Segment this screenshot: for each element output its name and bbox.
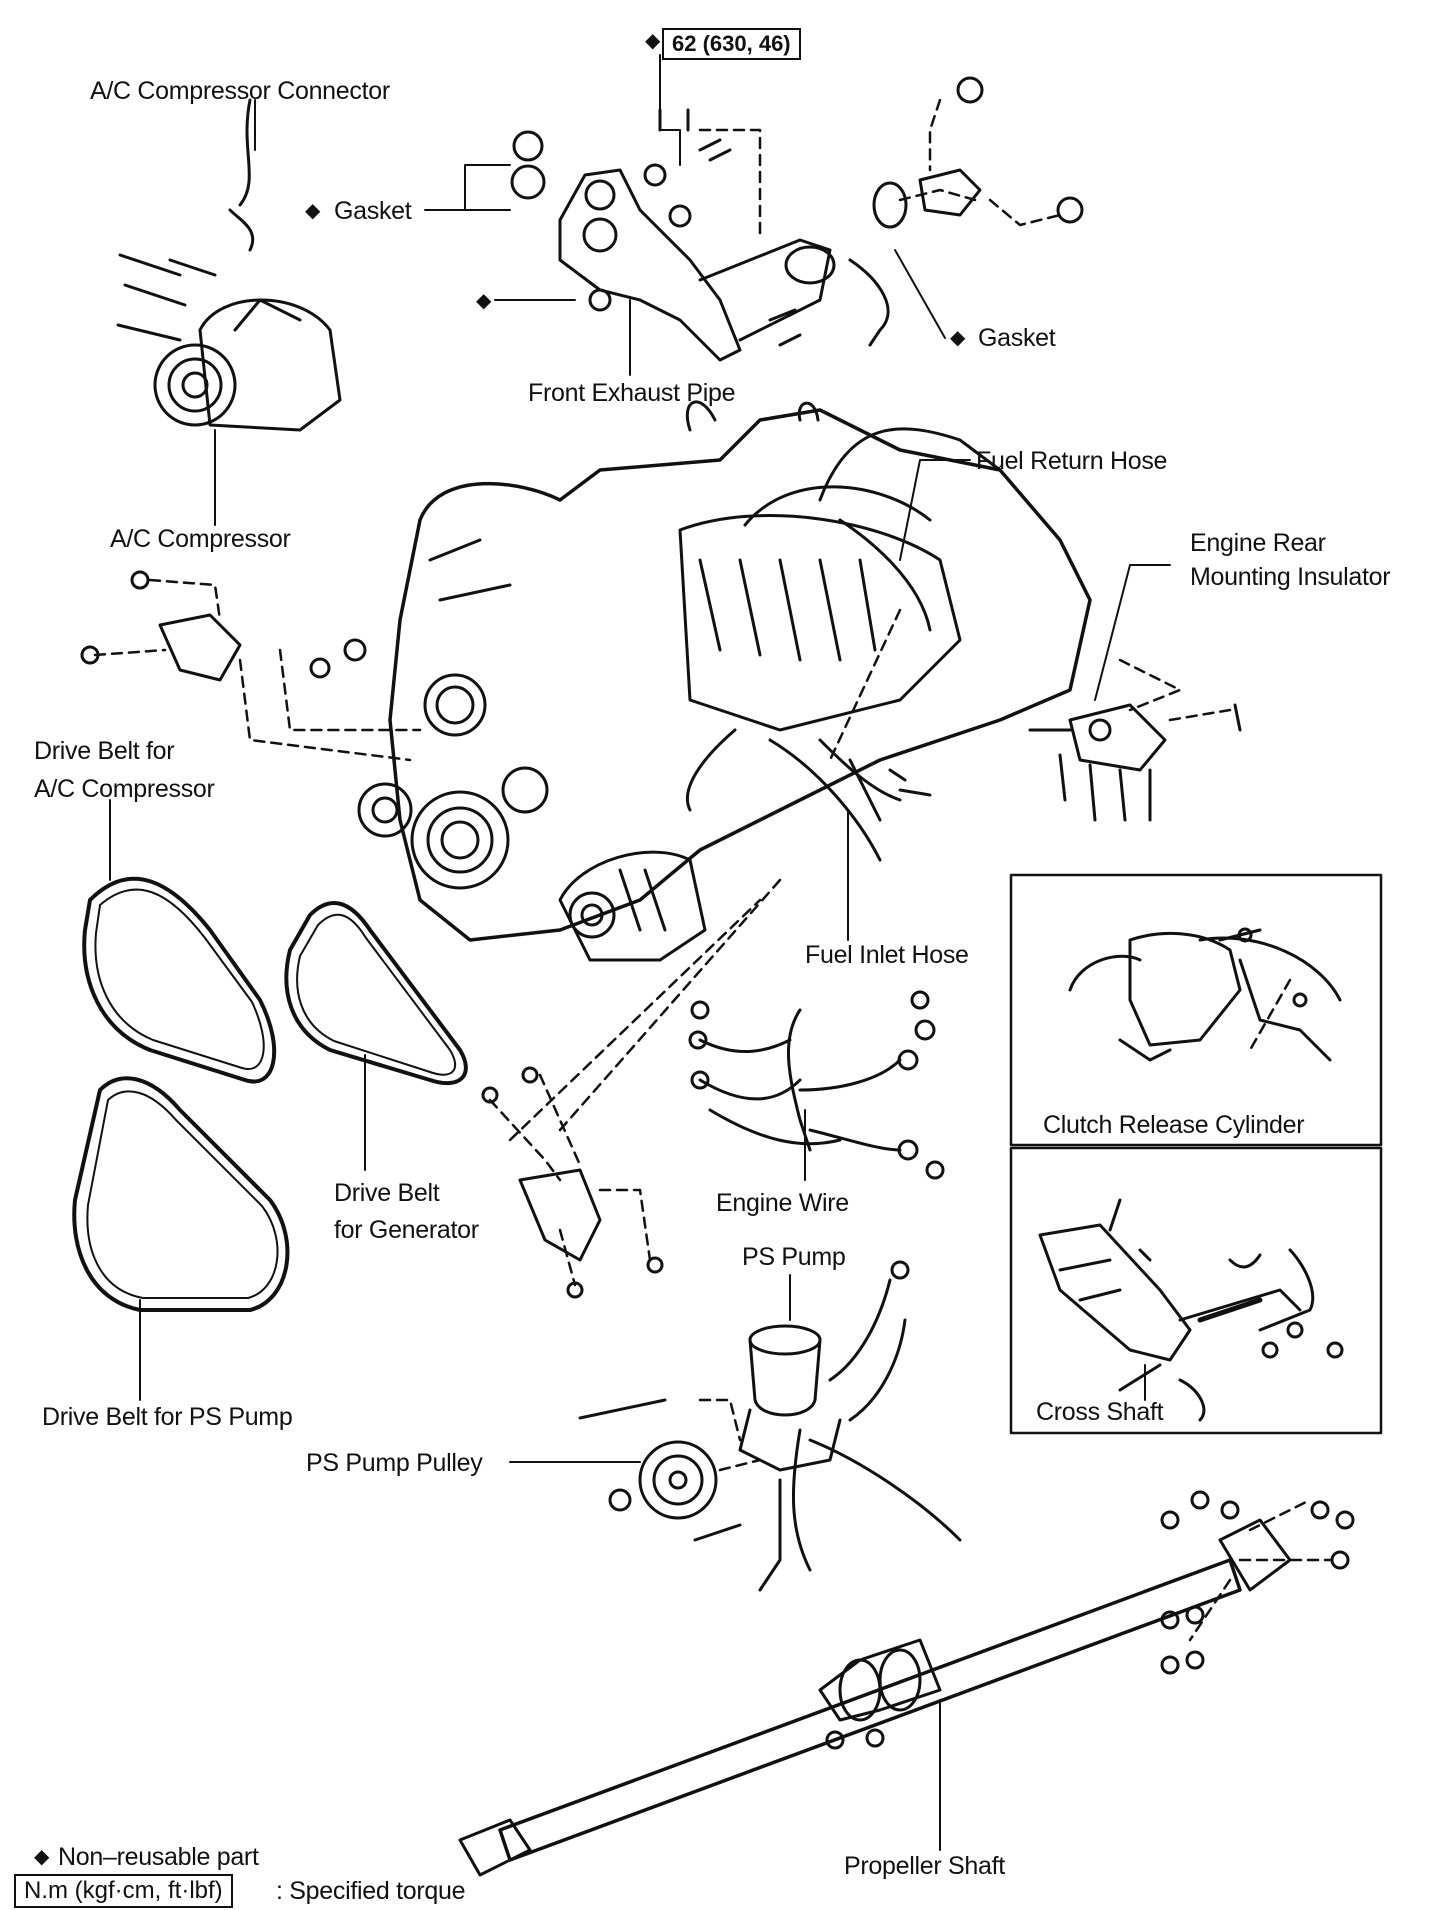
label-drive-belt-ac-compressor: Drive Belt for A/C Compressor	[34, 737, 215, 803]
drive-belts	[72, 876, 468, 1312]
engine-wire-part	[688, 990, 945, 1180]
legend-torque-text: : Specified torque	[276, 1877, 466, 1905]
label-cross-shaft: Cross Shaft	[1036, 1398, 1164, 1426]
propeller-shaft-part	[458, 1490, 1355, 1877]
label-ps-pump-pulley: PS Pump Pulley	[306, 1449, 483, 1477]
label-front-exhaust-pipe: Front Exhaust Pipe	[528, 379, 736, 407]
label-gasket-left: Gasket	[334, 197, 412, 225]
clutch-inset	[1009, 873, 1383, 1147]
rear-mount-part	[1028, 658, 1242, 822]
legend-torque-unit-box: N.m (kgf·cm, ft·lbf)	[14, 1874, 233, 1908]
ac-compressor-part	[116, 98, 342, 432]
ps-pump-part	[578, 1260, 962, 1592]
label-fuel-inlet-hose: Fuel Inlet Hose	[805, 941, 969, 969]
torque-spec-box: 62 (630, 46)	[662, 28, 801, 60]
label-ac-compressor-connector: A/C Compressor Connector	[90, 77, 390, 105]
label-ps-pump: PS Pump	[742, 1243, 846, 1271]
cross-shaft-inset	[1009, 1146, 1383, 1435]
legend-non-reusable-text: Non–reusable part	[58, 1843, 259, 1871]
ac-bracket	[80, 570, 422, 762]
non-reusable-marker-torque: ◆	[645, 30, 661, 52]
label-propeller-shaft: Propeller Shaft	[844, 1852, 1005, 1880]
leader-lines	[109, 54, 1171, 1851]
legend-non-reusable-marker: ◆	[34, 1846, 50, 1868]
label-engine-wire: Engine Wire	[716, 1189, 849, 1217]
generator-bracket	[481, 878, 782, 1299]
non-reusable-marker-gasket-right: ◆	[950, 327, 966, 349]
engine-assembly	[357, 400, 1092, 962]
label-drive-belt-ps-pump: Drive Belt for PS Pump	[42, 1403, 293, 1431]
non-reusable-marker-lower: ◆	[476, 290, 492, 312]
front-exhaust-pipe-part	[510, 76, 1084, 362]
non-reusable-marker-gasket-left: ◆	[305, 200, 321, 222]
label-drive-belt-generator: Drive Belt for Generator	[334, 1179, 479, 1244]
label-engine-rear-mounting-insulator: Engine Rear Mounting Insulator	[1190, 529, 1391, 591]
label-fuel-return-hose: Fuel Return Hose	[976, 447, 1168, 475]
label-ac-compressor: A/C Compressor	[110, 525, 291, 553]
label-gasket-right: Gasket	[978, 324, 1056, 352]
label-clutch-release-cylinder: Clutch Release Cylinder	[1043, 1111, 1305, 1139]
